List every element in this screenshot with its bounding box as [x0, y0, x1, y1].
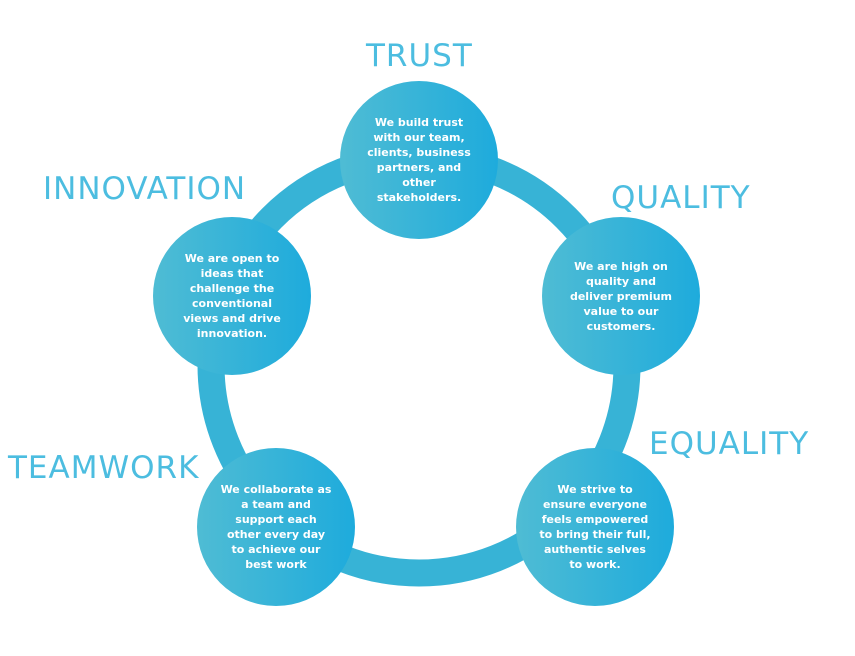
quality-title: QUALITY: [611, 180, 751, 216]
quality-circle: We are high on quality and deliver premi…: [542, 217, 700, 375]
equality-circle: We strive to ensure everyone feels empow…: [516, 448, 674, 606]
trust-circle: We build trust with our team, clients, b…: [340, 81, 498, 239]
equality-title: EQUALITY: [649, 426, 810, 462]
innovation-description: We are open to ideas that challenge the …: [183, 252, 281, 340]
equality-description: We strive to ensure everyone feels empow…: [539, 483, 651, 571]
trust-title: TRUST: [366, 38, 473, 74]
innovation-title: INNOVATION: [43, 171, 247, 207]
trust-description: We build trust with our team, clients, b…: [367, 116, 471, 204]
teamwork-description: We collaborate as a team and support eac…: [220, 483, 332, 571]
innovation-circle: We are open to ideas that challenge the …: [153, 217, 311, 375]
teamwork-circle: We collaborate as a team and support eac…: [197, 448, 355, 606]
teamwork-title: TEAMWORK: [8, 450, 200, 486]
quality-description: We are high on quality and deliver premi…: [569, 259, 673, 333]
